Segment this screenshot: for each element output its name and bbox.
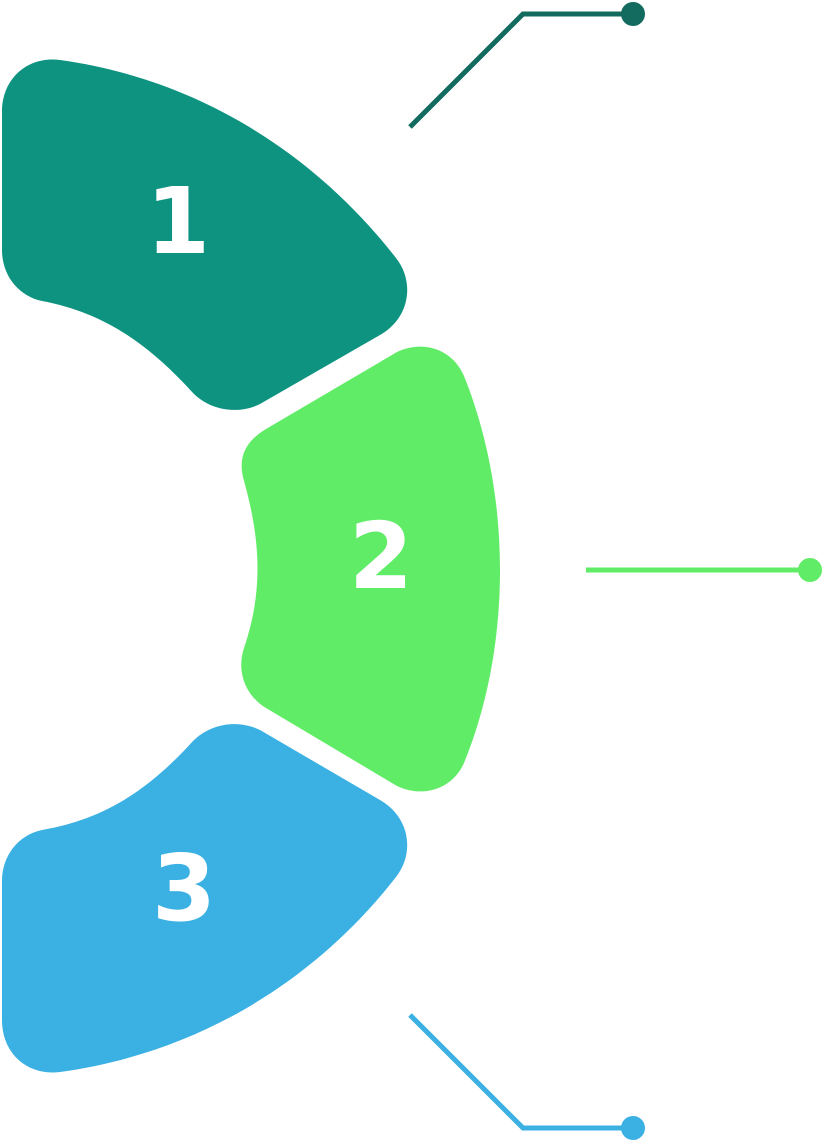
connector-3-dot	[621, 1116, 645, 1140]
segment-3: 3	[2, 724, 408, 1073]
segment-2-number: 2	[349, 503, 413, 610]
segment-1-number: 1	[146, 168, 210, 275]
segment-1-shape	[2, 59, 408, 410]
connector-1-dot	[621, 2, 645, 26]
connector-2-dot	[798, 558, 822, 582]
connector-2	[586, 558, 822, 582]
segment-1: 1	[2, 59, 408, 410]
connector-1-line	[408, 11, 631, 129]
connector-3-line	[408, 1013, 631, 1131]
segment-2: 2	[241, 346, 500, 792]
segment-3-shape	[2, 724, 408, 1073]
connector-1	[408, 2, 645, 129]
segment-2-shape	[241, 346, 500, 792]
connector-3	[408, 1013, 645, 1140]
segment-3-number: 3	[152, 835, 216, 942]
